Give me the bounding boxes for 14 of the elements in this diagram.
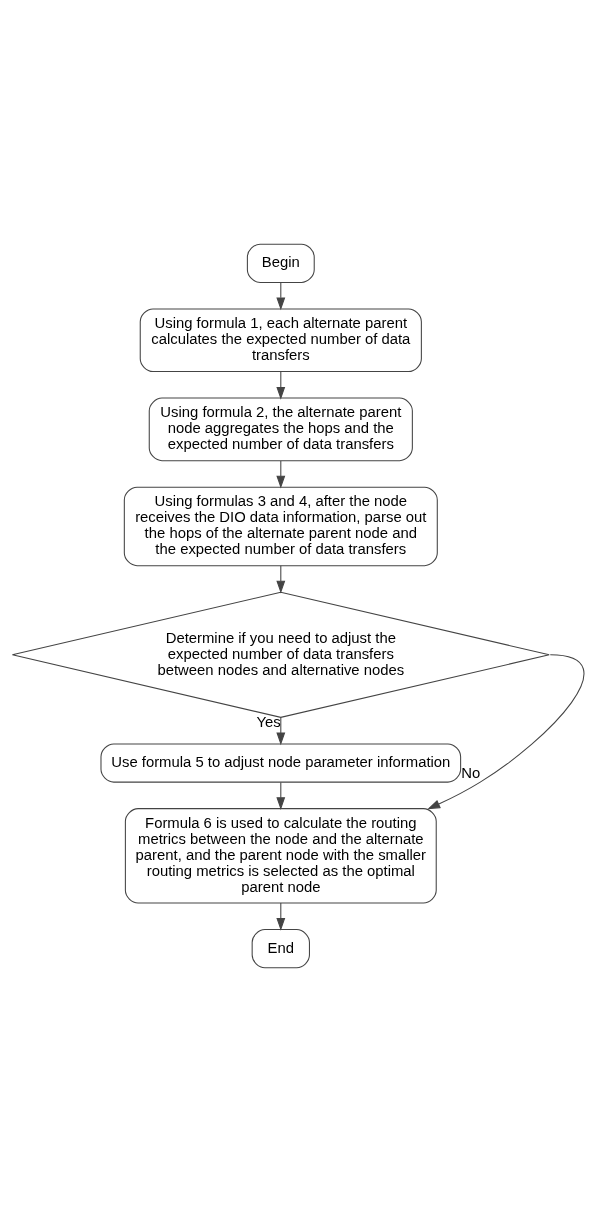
arrow (276, 781, 286, 810)
node-box: Using formula 2, the alternate parent node aggregates the hops and the expected number of data transfers (148, 397, 413, 461)
node-box: Begin (246, 243, 315, 283)
node-box: Using formula 1, each alternate parent calculates the expected number of data transfers (139, 307, 422, 372)
node-diamond: Determine if you need to adjust the expected number of data transfers between nodes and alternative nodes (11, 591, 550, 718)
arrow (276, 564, 286, 593)
node-box: End (251, 928, 310, 968)
node-box: Using formulas 3 and 4, after the node receives the DIO data information, parse out the hops of the alternate parent node and the expected number of data transfers (123, 486, 438, 566)
arrow (276, 459, 286, 488)
node-box: Use formula 5 to adjust node parameter information (100, 742, 462, 783)
node-box: Formula 6 is used to calculate the routing metrics between the node and the alternate parent, and the parent node with the smaller routing metrics is selected as the optimal parent node (124, 807, 437, 904)
arrow (276, 902, 286, 931)
arrow (427, 653, 585, 809)
edge-label: No (461, 764, 481, 781)
